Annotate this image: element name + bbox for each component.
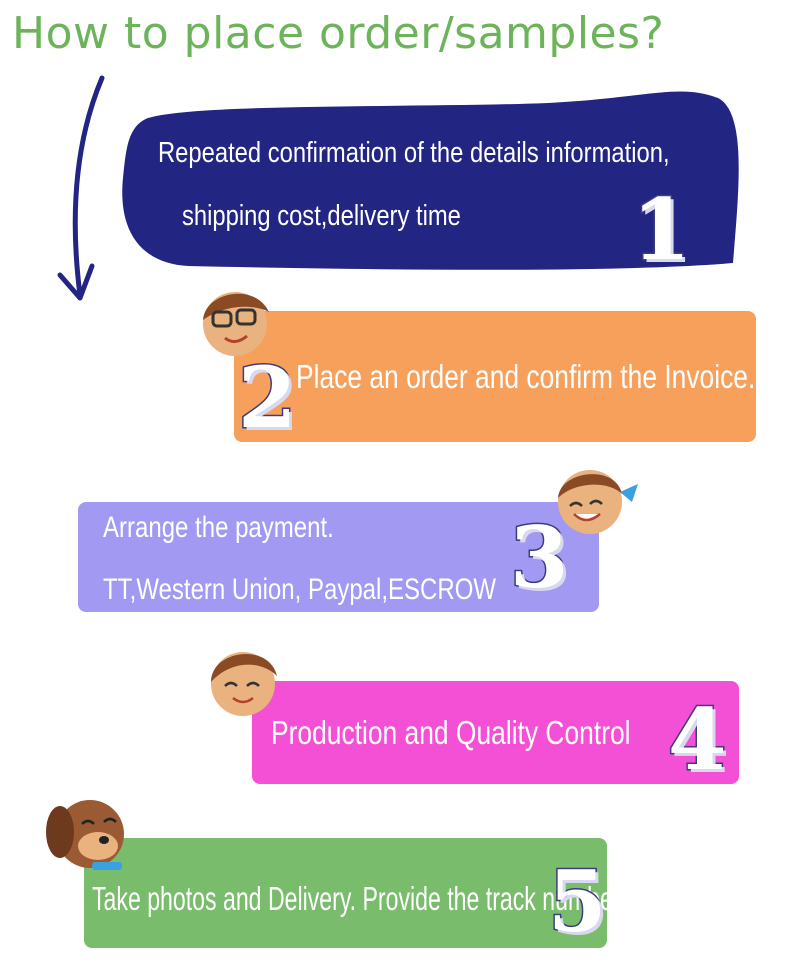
step-1-line-2: shipping cost,delivery time <box>182 200 461 232</box>
step-2-number: 2 <box>236 347 297 449</box>
step-4-panel <box>252 681 739 784</box>
step-3-number: 3 <box>508 507 569 609</box>
step-1-panel <box>122 91 739 270</box>
dog-face-icon <box>46 800 124 870</box>
step-3-line-2: TT,Western Union, Paypal,ESCROW <box>103 573 497 606</box>
step-5-number: 5 <box>546 851 607 953</box>
down-arrow-icon <box>57 75 105 301</box>
step-2-panel <box>234 311 756 442</box>
step-1-number: 1 <box>630 179 691 281</box>
step-5-text: Take photos and Delivery. Provide the tr… <box>92 880 621 917</box>
step-2-text: Place an order and confirm the Invoice. <box>296 358 756 395</box>
step-5-panel <box>84 838 607 948</box>
boy-face-icon <box>211 652 277 716</box>
step-3-panel <box>78 502 599 612</box>
boy-glasses-face-icon <box>203 292 269 356</box>
step-1-line-1: Repeated confirmation of the details inf… <box>158 137 670 169</box>
page-title: How to place order/samples? <box>12 8 665 59</box>
step-4-number: 4 <box>666 689 727 791</box>
step-3-line-1: Arrange the payment. <box>103 511 334 544</box>
girl-face-icon <box>558 470 638 534</box>
step-4-text: Production and Quality Control <box>271 714 631 751</box>
